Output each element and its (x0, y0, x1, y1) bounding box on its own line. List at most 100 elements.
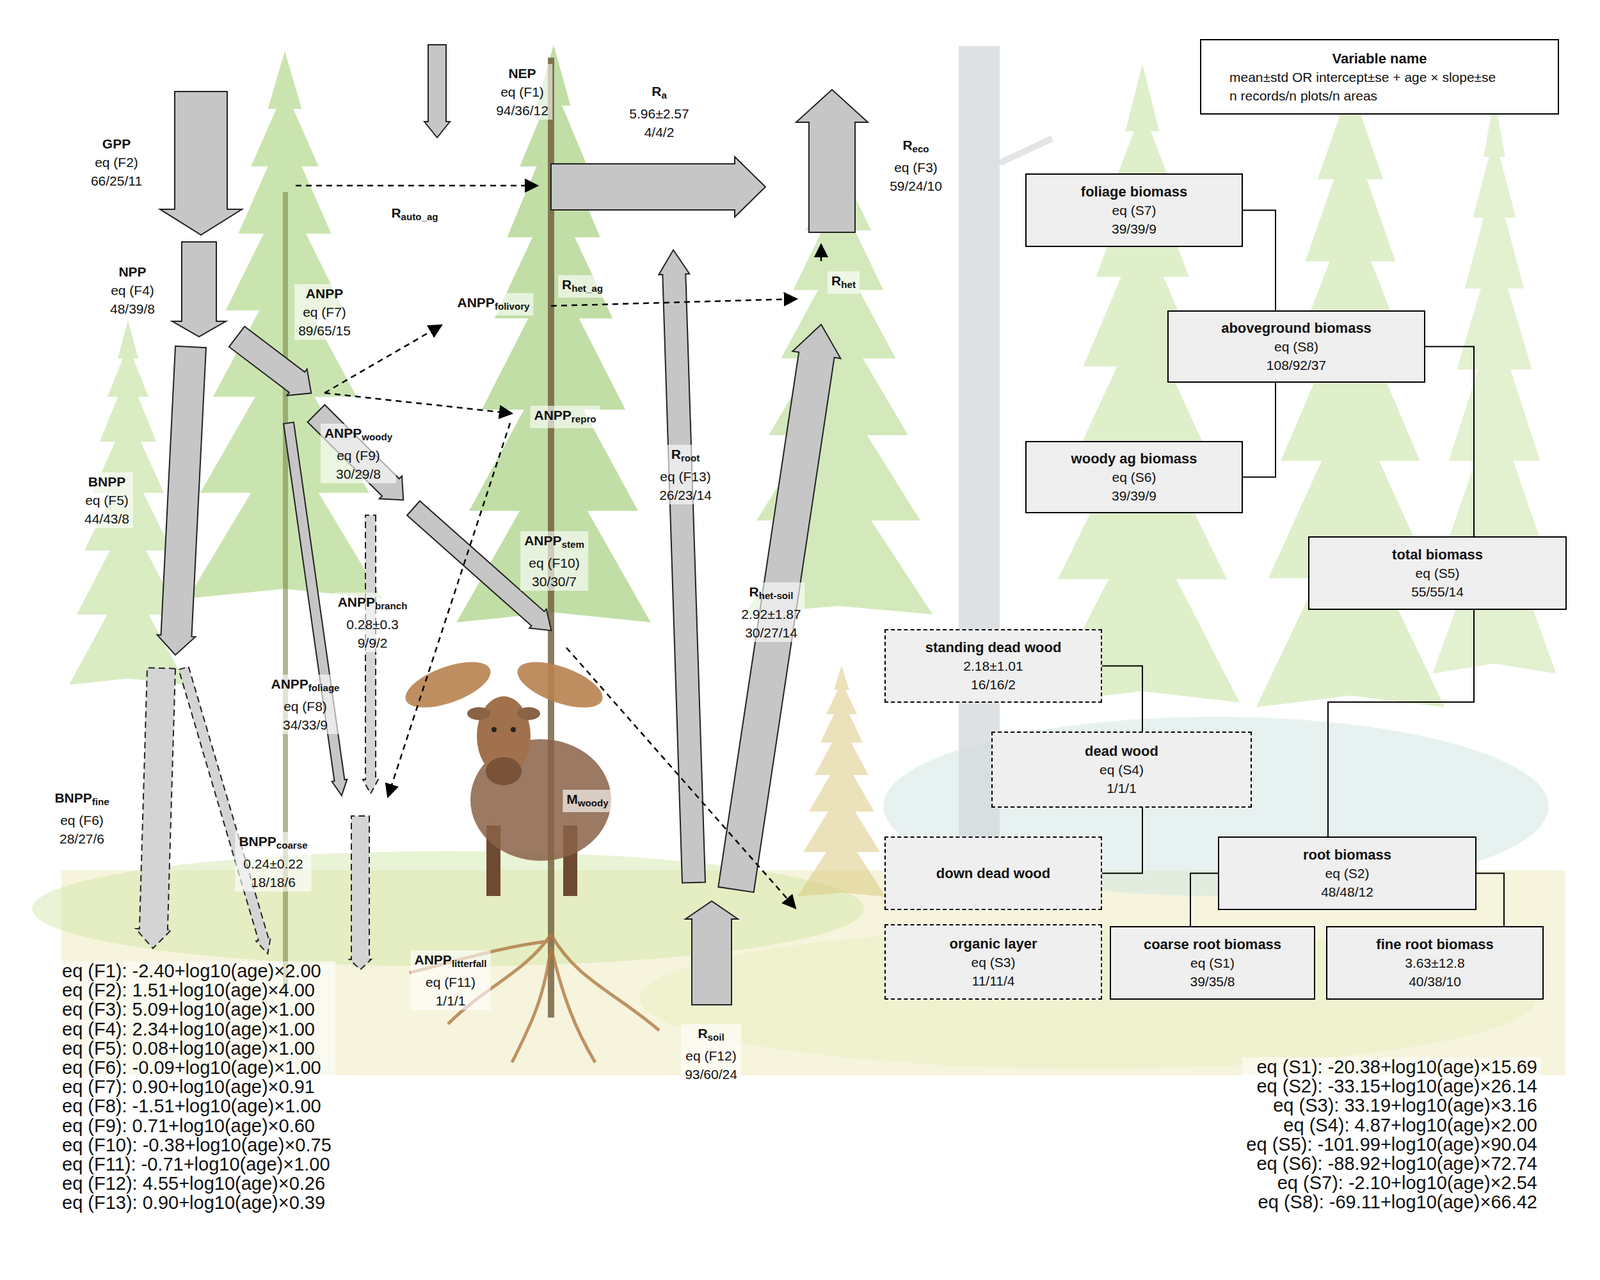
flux-symbol: 2.92±1.87 (741, 606, 801, 622)
equation-line: eq (F10): -0.38+log10(age)×0.75 (62, 1135, 332, 1155)
equation-line: eq (F11): -0.71+log10(age)×1.00 (62, 1154, 332, 1174)
dashed-flow-lines (324, 392, 512, 414)
equation-text: eq (F11): -0.71+log10(age)×1.00 (62, 1153, 331, 1175)
flux-label: Rhet_ag (558, 275, 607, 298)
flux-subscript: het_ag (571, 282, 603, 294)
flux-line: 5.96±2.57 (629, 104, 689, 123)
equation-line: eq (S5): -101.99+log10(age)×90.04 (1246, 1134, 1538, 1154)
flux-symbol: 59/24/10 (889, 178, 943, 194)
moose-figure (510, 727, 516, 733)
flux-line: 1/1/1 (414, 991, 488, 1010)
flux-symbol: R (651, 83, 662, 99)
flux-symbol: ANPP (414, 952, 452, 968)
flux-subscript: branch (375, 600, 408, 612)
flux-arrows (711, 320, 845, 893)
flux-line: ANPPrepro (534, 405, 597, 429)
tree-roots (551, 947, 596, 1063)
dashed-flow-lines (551, 298, 797, 306)
flux-line: Rsoil (684, 1024, 738, 1047)
flux-symbol: eq (F13) (659, 469, 711, 484)
flux-line: 30/30/7 (524, 572, 585, 591)
equation-line: eq (F1): -2.40+log10(age)×2.00 (62, 961, 332, 981)
fir-trees (69, 38, 1557, 897)
equation-text: eq (F7): 0.90+log10(age)×0.91 (62, 1076, 315, 1097)
flux-symbol: 34/33/9 (282, 717, 328, 733)
box-value: 39/39/9 (1111, 219, 1157, 239)
flux-symbol: R (671, 446, 681, 462)
flux-line: 89/65/15 (298, 321, 351, 340)
box-value: 1/1/1 (1106, 778, 1137, 798)
pool-box: total biomasseq (S5)55/55/14 (1308, 536, 1567, 610)
dashed-flow-lines (820, 244, 823, 262)
flux-line: ANPPlitterfall (414, 950, 488, 973)
dead-pool-box: standing dead wood2.18±1.0116/16/2 (884, 629, 1103, 703)
flux-line: NEP (496, 64, 549, 83)
flux-label: Rsoileq (F12)93/60/24 (680, 1024, 742, 1084)
flux-line: eq (F2) (90, 152, 143, 172)
flux-symbol: ANPP (270, 676, 308, 692)
flux-label: Rauto_ag (387, 203, 442, 226)
moose-figure (491, 727, 497, 733)
flux-arrows (172, 241, 226, 337)
flux-line: ANPPstem (524, 531, 585, 554)
flux-symbol: 66/25/11 (90, 173, 143, 189)
dashed-flow-lines (566, 647, 796, 909)
equation-line: eq (F13): 0.90+log10(age)×0.39 (62, 1192, 332, 1213)
box-title: total biomass (1392, 545, 1483, 564)
dead-pool-box: dead woodeq (S4)1/1/1 (991, 731, 1252, 808)
flux-line: Rauto_ag (391, 203, 438, 226)
flux-label: Recoeq (F3)59/24/10 (885, 135, 946, 196)
flux-symbol: ANPP (305, 286, 344, 301)
flux-symbol: eq (F3) (894, 160, 938, 175)
dead-pool-box: down dead wood (884, 836, 1103, 911)
flux-symbol: 93/60/24 (684, 1066, 738, 1082)
flux-line: GPP (90, 134, 143, 153)
flux-line: eq (F10) (524, 553, 585, 573)
tree-connector (1242, 210, 1276, 312)
flux-label: ANPPbranch0.28±0.39/9/2 (334, 592, 412, 653)
flux-subscript: foliage (308, 682, 340, 694)
flux-line: ANPPfolivory (457, 293, 530, 316)
flux-subscript: eco (912, 143, 930, 155)
flux-label: ANPPwoodyeq (F9)30/29/8 (320, 423, 397, 484)
box-title: standing dead wood (925, 638, 1062, 657)
flux-subscript: stem (561, 538, 585, 550)
dashed-flow-lines (295, 184, 538, 187)
equation-text: eq (S2): -33.15+log10(age)×26.14 (1256, 1075, 1538, 1097)
flux-line: ANPP (298, 284, 351, 303)
equation-line: eq (S2): -33.15+log10(age)×26.14 (1246, 1076, 1538, 1096)
equation-text: eq (S3): 33.19+log10(age)×3.16 (1272, 1095, 1538, 1116)
flux-symbol: 9/9/2 (357, 635, 388, 651)
equation-text: eq (F3): 5.09+log10(age)×1.00 (62, 999, 315, 1020)
tree-connector (1102, 807, 1143, 874)
flux-arrows (304, 401, 415, 512)
equation-line: eq (F4): 2.34+log10(age)×1.00 (62, 1019, 332, 1039)
flux-symbol: R (749, 584, 760, 600)
flux-symbol: 18/18/6 (250, 874, 296, 890)
equation-line: eq (S1): -20.38+log10(age)×15.69 (1246, 1057, 1538, 1077)
box-value: 39/39/9 (1111, 486, 1157, 505)
flux-subscript: woody (577, 797, 609, 809)
equation-line: eq (S3): 33.19+log10(age)×3.16 (1246, 1095, 1538, 1115)
flux-line: 30/29/8 (324, 464, 393, 484)
box-value: eq (S6) (1112, 467, 1157, 487)
flux-subscript: folivory (494, 300, 530, 312)
flux-symbol: 30/27/14 (744, 625, 798, 640)
flux-line: 30/27/14 (741, 623, 801, 642)
box-title: dead wood (1084, 741, 1159, 761)
box-value: 40/38/10 (1408, 972, 1462, 991)
flux-line: 4/4/2 (629, 122, 689, 142)
flux-subscript: soil (707, 1031, 725, 1043)
flux-symbol: 89/65/15 (298, 323, 351, 338)
flux-line: 94/36/12 (496, 101, 549, 120)
box-value: eq (S8) (1274, 337, 1319, 356)
flux-symbol: R (391, 205, 401, 221)
flux-symbol: 0.28±0.3 (346, 616, 399, 632)
pool-box: aboveground biomasseq (S8)108/92/37 (1167, 310, 1426, 383)
tree-connector (1476, 873, 1504, 927)
box-title: aboveground biomass (1221, 318, 1372, 338)
flux-line: 18/18/6 (238, 872, 308, 892)
flux-line: eq (F8) (270, 696, 340, 716)
moose-figure (400, 652, 497, 718)
flux-line: eq (F12) (684, 1046, 738, 1065)
